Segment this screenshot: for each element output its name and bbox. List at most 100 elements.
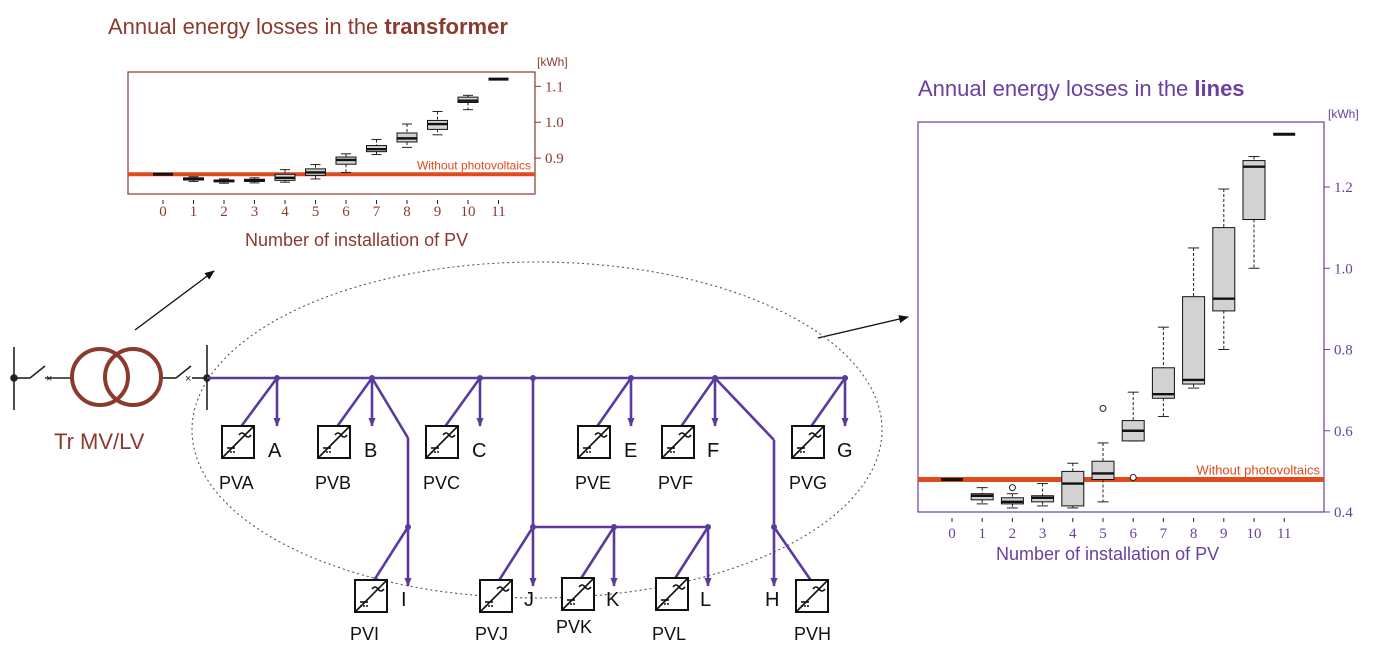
feeder-line [238,377,279,429]
load-label-i: I [401,589,407,611]
lines-chart: Annual energy losses in the lines [kWh] … [917,76,1359,564]
transformer-plot-frame [127,71,536,195]
transformer-assembly: × × [10,345,211,410]
box-6 [335,153,357,173]
x-tick-label: 8 [403,204,411,220]
switch-left [29,365,46,379]
pv-unit-pvl: PVL [652,577,689,644]
pv-unit-label: PVG [789,473,827,493]
box-7 [1151,326,1175,418]
box-iqr [1151,367,1175,399]
transformer-label: Tr MV/LV [54,429,145,454]
box-5 [305,164,326,180]
box-3 [244,177,265,184]
load-label-e: E [624,440,637,462]
y-tick-label: 1.2 [1334,180,1353,196]
x-tick-label: 11 [1277,526,1291,542]
box-outlier [1099,404,1107,412]
x-tick-label: 6 [342,204,350,220]
feeder-line [442,377,482,429]
pv-unit-label: PVH [794,624,831,644]
box-3 [1031,483,1055,507]
y-tick-label: 0.9 [545,151,564,167]
pv-unit-label: PVB [315,473,351,493]
feeder-line [714,377,775,441]
pv-unit-pvc: PVC [423,425,460,493]
transformer-icon [70,347,163,407]
box-iqr [1242,160,1266,220]
x-tick-label: 7 [373,204,381,220]
x-tick-label: 0 [159,204,167,220]
x-tick-label: 3 [1039,526,1047,542]
feeder-line [672,526,710,581]
y-tick-label: 0.8 [1334,343,1353,359]
y-tick-label: 0.4 [1334,505,1353,521]
box-6 [1121,391,1145,481]
feeder-line [496,526,535,583]
x-tick-label: 8 [1190,526,1198,542]
pv-unit-pve: PVE [575,425,611,493]
arrow-to-transformer-chart [134,270,215,331]
box-8 [1182,247,1206,389]
load-label-c: C [472,440,486,462]
pv-unit-label: PVI [350,624,379,644]
feeder-line [371,526,410,583]
box-8 [396,123,418,148]
y-tick-label: 1.1 [545,79,564,95]
feeder-line [370,377,410,439]
x-tick-label: 9 [1220,526,1228,542]
x-tick-label: 2 [220,204,228,220]
x-tick-label: 10 [461,204,476,220]
y-tick-label: 1.0 [545,115,564,131]
box-1 [970,487,994,505]
svg-text:×: × [185,373,191,385]
feeder-line [594,377,633,429]
box-1 [183,176,204,182]
box-4 [274,169,296,183]
pv-unit-pvb: PVB [315,425,351,493]
lines-unit-label: [kWh] [1328,107,1359,121]
pv-unit-pvk: PVK [556,577,595,637]
box-10 [457,94,479,111]
x-tick-label: 1 [190,204,198,220]
pv-unit-pvh: PVH [794,579,831,644]
pv-unit-label: PVL [652,624,686,644]
box-9 [427,110,448,136]
box-iqr [1091,460,1115,480]
x-tick-label: 9 [434,204,442,220]
box-outlier [1008,484,1016,492]
pv-unit-label: PVC [423,473,460,493]
pv-unit-label: PVE [575,473,611,493]
lines-x-axis-label: Number of installation of PV [996,544,1219,564]
x-tick-label: 7 [1160,526,1168,542]
y-tick-label: 1.0 [1334,261,1353,277]
pv-unit-label: PVA [219,473,254,493]
box-10 [1242,156,1266,269]
box-5 [1091,404,1115,503]
reference-line-label: Without photovoltaics [417,158,531,172]
transformer-chart-title: Annual energy losses in the transformer [108,14,508,39]
load-label-j: J [524,589,534,611]
load-label-l: L [700,589,711,611]
x-tick-label: 5 [1099,526,1107,542]
transformer-unit-label: [kWh] [537,55,568,69]
feeder-line [772,526,814,583]
x-tick-label: 3 [251,204,259,220]
svg-text:×: × [46,373,52,385]
x-tick-label: 0 [948,526,956,542]
x-tick-label: 10 [1247,526,1262,542]
feeder-line [808,377,847,429]
feeder-line [578,526,616,581]
load-label-f: F [707,440,719,462]
pv-unit-pvi: PVI [350,579,388,644]
load-label-b: B [364,440,377,462]
box-iqr [1212,227,1236,312]
transformer-x-axis-label: Number of installation of PV [245,230,468,250]
box-iqr [1182,296,1206,385]
feeder-line [678,377,717,429]
lines-chart-title: Annual energy losses in the lines [918,76,1245,101]
x-tick-label: 11 [491,204,505,220]
x-tick-label: 2 [1009,526,1017,542]
